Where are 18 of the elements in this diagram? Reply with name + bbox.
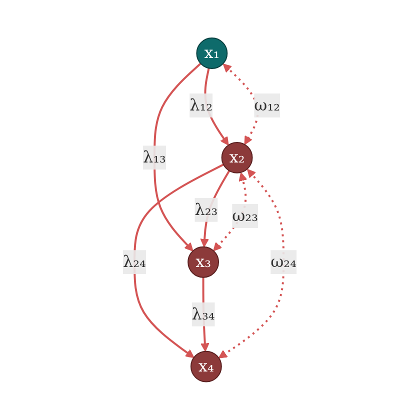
arrow: [154, 62, 202, 252]
node-circle: x₁: [196, 38, 228, 70]
arrow: [200, 277, 210, 352]
edge-label: λ₃₄: [192, 304, 216, 324]
arrow: [134, 164, 224, 358]
edge-label: ω₂₃: [232, 206, 258, 226]
edge-label: ω₂₄: [270, 252, 297, 272]
node-circle: x₄: [190, 350, 222, 382]
arrow: [204, 68, 230, 146]
node-circle: x₂: [222, 142, 253, 174]
arrow: [218, 169, 285, 359]
arrow: [200, 170, 230, 248]
edge-label: λ₁₃: [143, 148, 166, 167]
node-circle: x₃: [188, 246, 220, 278]
edge-label: λ₁₂: [190, 96, 213, 115]
edge-label: ω₁₂: [254, 96, 280, 115]
edge-label: λ₂₄: [123, 252, 146, 272]
edge-label: λ₂₃: [194, 200, 218, 219]
